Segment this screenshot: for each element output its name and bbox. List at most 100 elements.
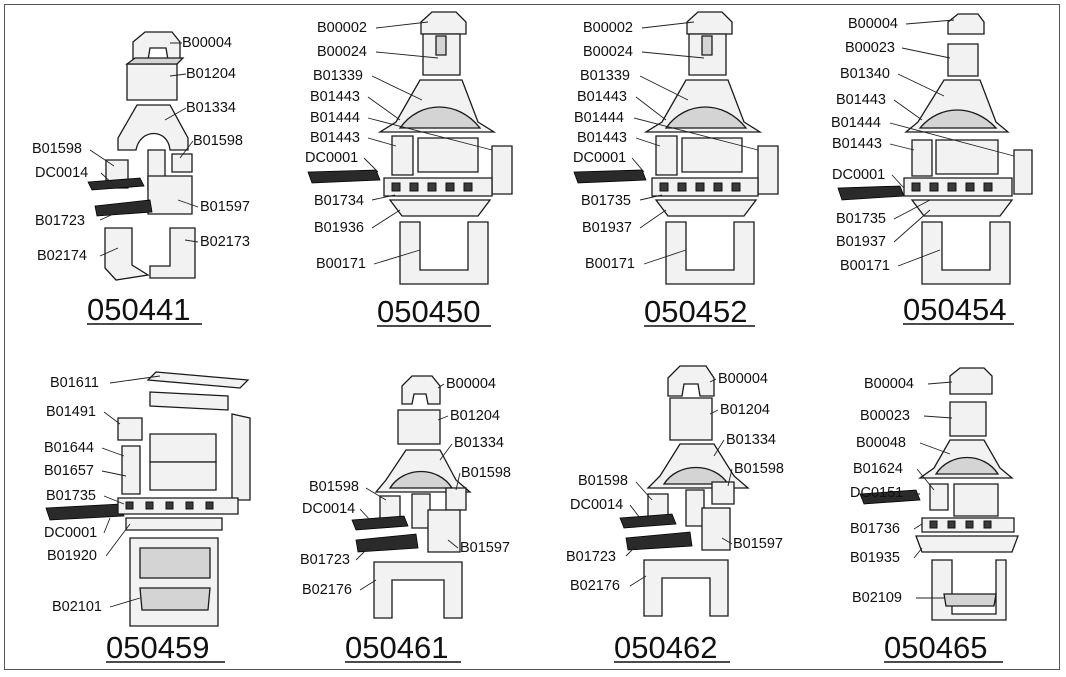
part-label: B01723	[300, 552, 350, 568]
part-label: B01598	[578, 473, 628, 489]
part-label: B01443	[832, 136, 882, 152]
component-shape	[947, 43, 979, 77]
component-shape	[149, 227, 196, 279]
part-label: B01334	[726, 432, 776, 448]
part-label: B01334	[454, 435, 504, 451]
component-shape	[121, 445, 141, 495]
part-label: B01204	[186, 66, 236, 82]
leader-line	[913, 381, 953, 599]
component-shape	[667, 365, 715, 397]
part-label: B01339	[313, 68, 363, 84]
part-label: B01597	[200, 199, 250, 215]
part-label: B01204	[720, 402, 770, 418]
assembly-050459: B01611 B01491 B01644 B01657 B01735 DC000…	[44, 371, 251, 665]
component-shape	[445, 487, 467, 511]
part-label: B01723	[35, 213, 85, 229]
part-label: B01598	[193, 133, 243, 149]
hood-part	[117, 104, 189, 151]
part-label: B01340	[840, 66, 890, 82]
part-label: B01937	[582, 220, 632, 236]
component-shape	[391, 182, 473, 192]
component-shape	[427, 509, 461, 553]
component-shape	[373, 561, 463, 619]
component-shape	[934, 456, 1000, 475]
assembly-050461: B00004 B01204 B01334 B01598 B01598 DC001…	[300, 375, 511, 665]
part-label: B01611	[50, 375, 99, 391]
grill-part	[307, 169, 381, 184]
component-shape	[411, 493, 431, 529]
leader-line	[889, 19, 1015, 267]
component-shape	[911, 182, 993, 192]
part-label: B02176	[570, 578, 620, 594]
part-label: B02174	[37, 248, 87, 264]
sheet-border	[4, 4, 1060, 670]
part-label: B00023	[845, 40, 895, 56]
component-shape	[931, 559, 1007, 621]
component-shape	[355, 533, 419, 553]
component-shape	[947, 13, 985, 35]
component-shape	[681, 137, 743, 173]
component-shape	[171, 153, 193, 173]
component-shape	[757, 145, 779, 195]
part-label: B01937	[836, 234, 886, 250]
component-shape	[953, 483, 999, 517]
part-label: B00004	[848, 16, 898, 32]
component-shape	[949, 367, 993, 395]
component-shape	[435, 35, 447, 56]
part-label: B00024	[583, 44, 633, 60]
grill-part	[87, 177, 145, 191]
component-shape	[664, 106, 748, 129]
assembly-code: 050465	[884, 630, 987, 665]
part-label: B01204	[450, 408, 500, 424]
part-label: DC0151	[850, 485, 903, 501]
leader-line	[625, 378, 733, 587]
assembly-050452: B00002 B00024 B01339 B01443 B01444 B0144…	[573, 11, 779, 329]
part-label: B02101	[52, 599, 102, 615]
part-label: B01491	[46, 404, 96, 420]
component-shape	[921, 221, 1011, 285]
part-label: B01735	[581, 193, 631, 209]
component-shape	[701, 507, 731, 551]
part-label: B01936	[314, 220, 364, 236]
component-shape	[149, 461, 217, 491]
component-shape	[125, 57, 185, 65]
leader-line	[101, 375, 161, 608]
component-shape	[149, 391, 229, 411]
component-shape	[94, 199, 153, 217]
component-shape	[619, 513, 677, 529]
part-label: B01443	[836, 92, 886, 108]
part-label: B02173	[200, 234, 250, 250]
component-shape	[351, 515, 409, 531]
assembly-code: 050459	[106, 630, 209, 665]
cap-part	[132, 31, 181, 61]
component-shape	[701, 35, 713, 56]
assembly-code: 050461	[345, 630, 448, 665]
assembly-050462: B00004 B01204 B01334 B01598 B01598 DC001…	[566, 365, 784, 665]
component-shape	[643, 559, 729, 617]
part-label: B01443	[310, 89, 360, 105]
part-label: B00171	[840, 258, 890, 274]
part-label: B00002	[583, 20, 633, 36]
part-label: B01598	[734, 461, 784, 477]
component-shape	[669, 397, 713, 441]
component-shape	[935, 139, 999, 175]
part-label: B00023	[860, 408, 910, 424]
part-label: B01624	[853, 461, 903, 477]
component-shape	[711, 481, 735, 505]
component-shape	[117, 497, 239, 515]
assembly-050441: B00004 B01204 B01334 B01598 B01598 DC001…	[32, 31, 250, 327]
part-label: B01598	[309, 479, 359, 495]
part-label: B01597	[460, 540, 510, 556]
part-label: B00004	[864, 376, 914, 392]
component-shape	[625, 531, 693, 551]
part-label: B01735	[836, 211, 886, 227]
part-label: DC0014	[570, 497, 623, 513]
assembly-050454: B00004 B00023 B01340 B01443 B01444 B0144…	[831, 13, 1033, 327]
part-label: B00171	[585, 256, 635, 272]
component-shape	[910, 199, 1014, 217]
component-shape	[147, 175, 193, 215]
part-label: B00004	[718, 371, 768, 387]
part-label: B01443	[577, 130, 627, 146]
